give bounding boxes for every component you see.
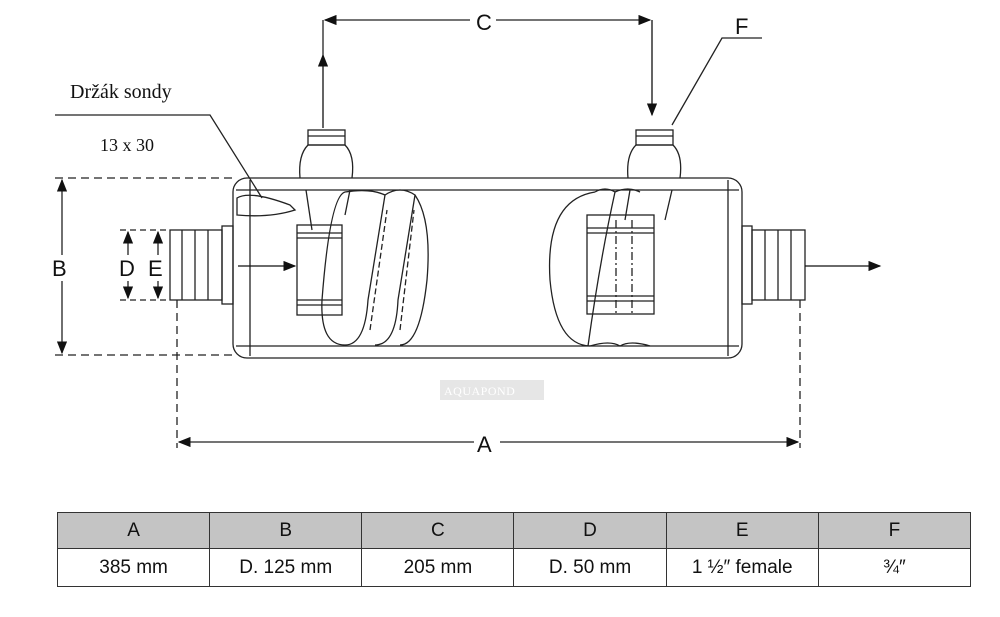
header-b: B — [209, 512, 363, 549]
value-f: ¾″ — [817, 548, 972, 587]
dim-f-label: F — [735, 14, 748, 39]
dim-a — [176, 300, 801, 448]
probe-holder — [236, 194, 297, 217]
dim-a-label: A — [477, 432, 492, 457]
dim-f-leader — [671, 37, 762, 126]
top-pipe-right — [624, 129, 682, 221]
dim-d-label: D — [119, 256, 135, 281]
outlet-fitting — [741, 225, 806, 305]
value-a: 385 mm — [56, 548, 211, 587]
inlet-fitting — [169, 225, 234, 305]
table-row: 385 mm D. 125 mm 205 mm D. 50 mm 1 ½″ fe… — [56, 548, 972, 587]
exchanger-body — [232, 177, 743, 359]
probe-holder-label: Držák sondy — [70, 81, 172, 103]
dimensions-table: A B C D E F 385 mm D. 125 mm 205 mm D. 5… — [56, 512, 972, 587]
dim-e-label: E — [148, 256, 163, 281]
header-d: D — [513, 512, 667, 549]
dim-c-label-text: C — [476, 10, 492, 35]
dim-b-label: B — [52, 256, 67, 281]
table-header-row: A B C D E F — [56, 512, 972, 549]
value-c: 205 mm — [361, 548, 515, 587]
watermark: AQUAPOND — [444, 384, 515, 398]
probe-holder-leader — [55, 114, 263, 199]
left-coil — [296, 189, 429, 346]
probe-holder-size: 13 x 30 — [100, 135, 154, 155]
header-c: C — [361, 512, 515, 549]
value-e: 1 ½″ female — [665, 548, 819, 587]
value-d: D. 50 mm — [513, 548, 667, 587]
value-b: D. 125 mm — [209, 548, 363, 587]
header-e: E — [665, 512, 819, 549]
right-coil — [548, 188, 655, 347]
header-a: A — [56, 512, 211, 549]
top-pipe-left — [299, 129, 354, 231]
header-f: F — [817, 512, 972, 549]
